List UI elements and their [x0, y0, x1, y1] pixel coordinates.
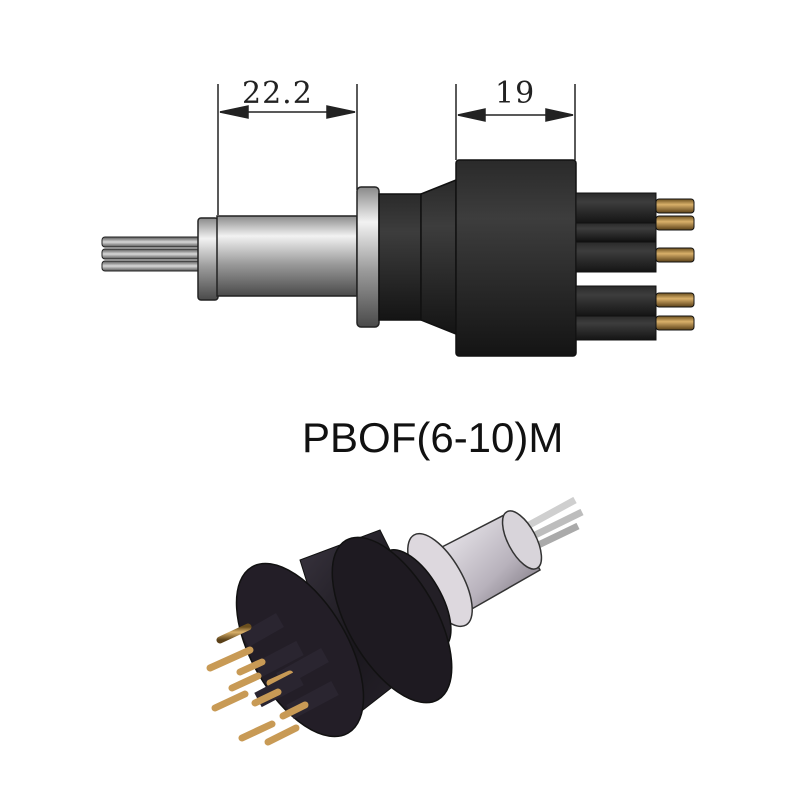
body-taper	[420, 178, 457, 336]
metal-sleeve	[216, 215, 358, 297]
crimp-ring	[197, 217, 219, 301]
dimension-19	[455, 84, 576, 160]
dimension-label-sleeve: 22.2	[242, 76, 313, 111]
main-body	[455, 159, 577, 357]
contact-pins-iso	[206, 613, 339, 746]
dimension-label-body: 19	[495, 76, 536, 111]
model-name-label: PBOF(6-10)M	[302, 414, 564, 461]
contact-pins-side	[575, 192, 695, 341]
dimension-22-2	[217, 84, 358, 215]
isometric-view-drawing	[206, 496, 584, 746]
body-neck	[378, 193, 422, 321]
wire-bundle	[101, 236, 205, 272]
flange-ring	[356, 186, 380, 328]
